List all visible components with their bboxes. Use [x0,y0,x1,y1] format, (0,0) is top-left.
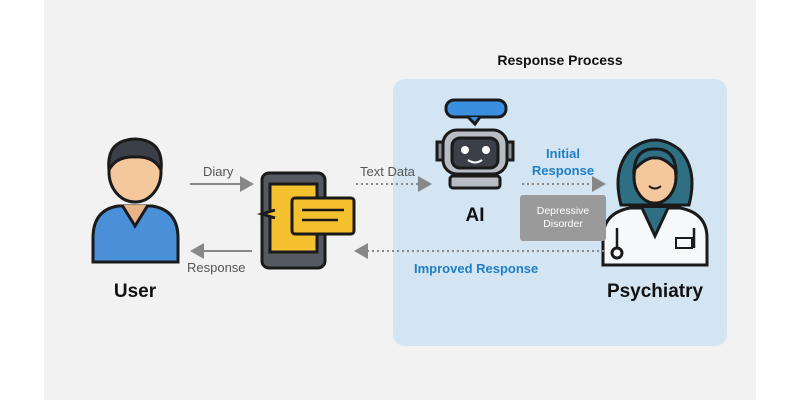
phone-chat-icon [256,171,356,270]
edge-label-initial-response: Initial Response [531,146,595,178]
edge-label-response: Response [187,260,246,275]
node-label-ai: AI [465,205,485,226]
psychiatrist-icon [601,138,709,267]
edge-label-diary: Diary [203,164,234,179]
node-label-psychiatry: Psychiatry [606,281,704,302]
robot-icon [435,98,515,190]
response-process-title: Response Process [497,52,623,68]
diagnosis-box: Depressive Disorder [520,195,606,241]
edge-label-improved-response: Improved Response [414,261,539,276]
node-label-user: User [113,281,157,302]
edge-label-text-data: Text Data [360,164,415,179]
user-icon [91,137,180,264]
